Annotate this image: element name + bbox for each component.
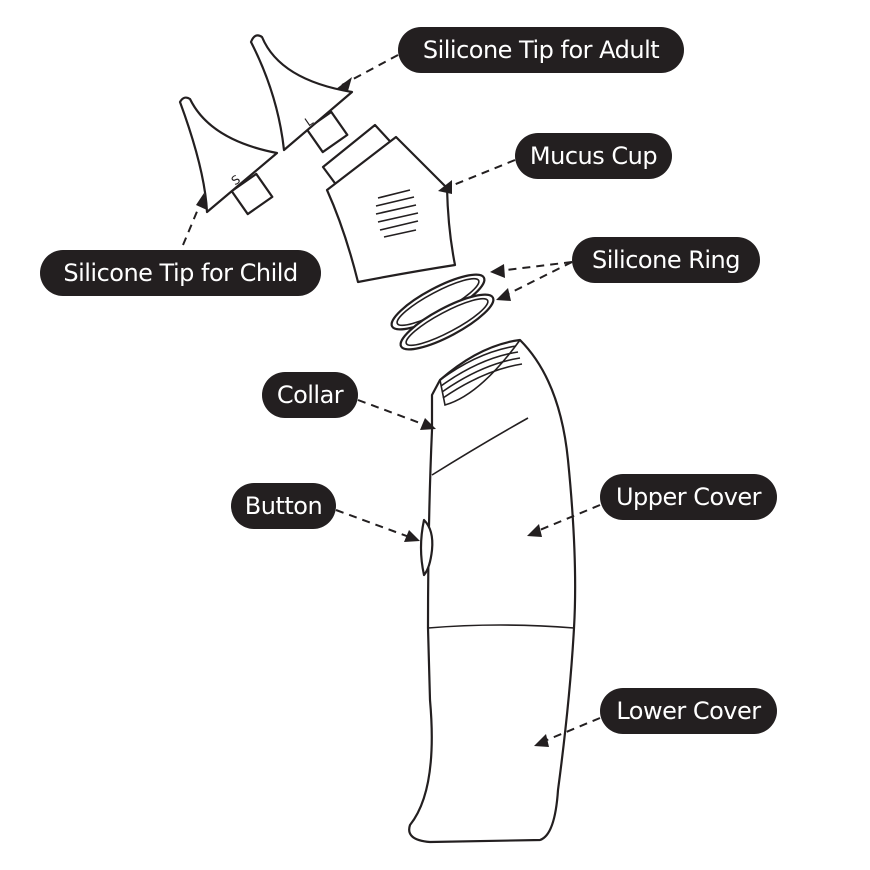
label-child-tip: Silicone Tip for Child xyxy=(40,250,321,296)
silicone-ring-drawing xyxy=(390,273,495,351)
label-silicone-ring: Silicone Ring xyxy=(572,237,760,283)
label-mucus-cup: Mucus Cup xyxy=(515,133,672,179)
label-collar: Collar xyxy=(262,372,358,418)
mucus-cup-drawing xyxy=(321,123,457,284)
leader-lines xyxy=(182,54,601,747)
child-tip-drawing: S xyxy=(178,96,279,216)
aspirator-body-drawing xyxy=(408,338,577,844)
label-button: Button xyxy=(231,483,336,529)
label-lower-cover: Lower Cover xyxy=(600,688,777,734)
label-adult-tip: Silicone Tip for Adult xyxy=(398,27,684,73)
adult-tip-drawing: L xyxy=(249,34,354,154)
label-upper-cover: Upper Cover xyxy=(600,474,777,520)
